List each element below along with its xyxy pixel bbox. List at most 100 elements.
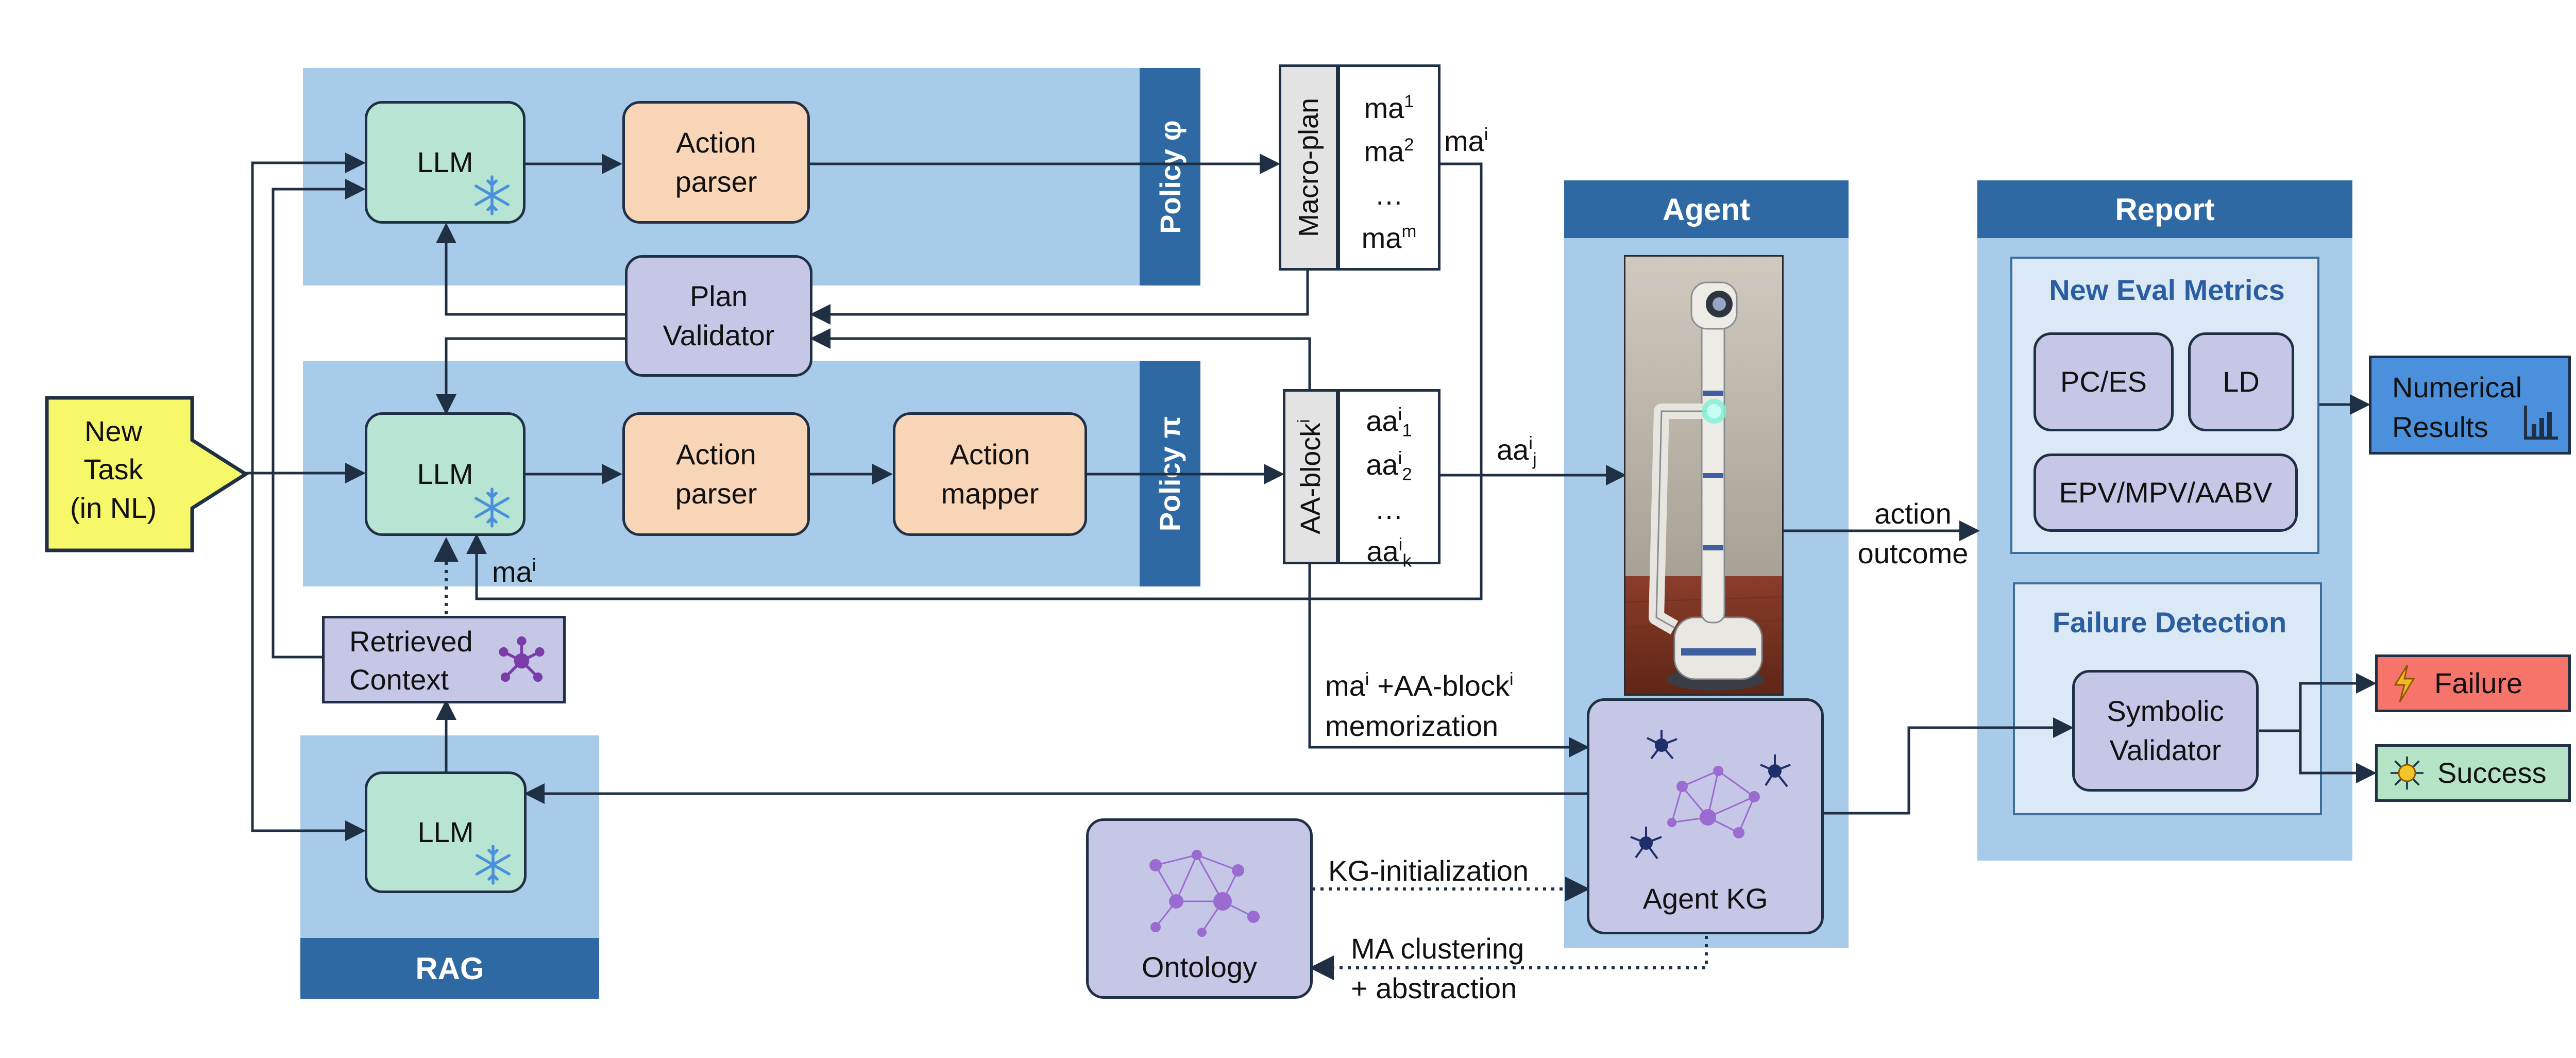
aa-item-2: aai2	[1366, 448, 1412, 484]
robot-illustration	[1625, 257, 1782, 694]
failure-label: Failure	[2434, 667, 2523, 700]
retrieved-to-llm-phi	[272, 179, 366, 659]
metric-pc-es-label: PC/ES	[2060, 365, 2147, 398]
input-to-llm-phi	[246, 153, 366, 475]
memorization-to-kg	[1308, 564, 1589, 758]
agent-band: Agent	[1564, 180, 1849, 238]
ma-i-bottom-label: mai	[492, 556, 536, 588]
macro-plan-item-m: mam	[1361, 222, 1417, 254]
macro-plan-label-cell: Macro-plan	[1279, 64, 1338, 271]
network-icon	[1149, 850, 1260, 937]
bar-chart-icon	[2524, 406, 2558, 440]
validator-to-llm-pi	[436, 337, 625, 415]
llm-rag: LLM	[365, 771, 527, 893]
new-task-line1: New	[84, 415, 143, 447]
rag-label: RAG	[415, 951, 484, 986]
ma-i-top-label: mai	[1444, 125, 1488, 157]
kg-to-symbolic-validator	[1824, 717, 2074, 815]
retrieved-line1: Retrieved	[349, 625, 473, 658]
aa-block-label-cell: AA-blocki	[1283, 389, 1338, 564]
aablock-to-validator	[810, 328, 1311, 389]
new-task-shape	[45, 396, 249, 552]
policy-phi-band: Policy φ	[1140, 68, 1200, 286]
agent-kg: Agent KG	[1587, 698, 1824, 934]
retrieved-line2: Context	[349, 663, 449, 696]
metric-epv-label: EPV/MPV/AABV	[2059, 476, 2273, 509]
network-icon	[1630, 730, 1791, 860]
memorization-line2: memorization	[1325, 710, 1499, 743]
new-task-line3: (in NL)	[70, 491, 157, 524]
macro-plan-item-2: ma2	[1364, 135, 1414, 167]
numerical-line2: Results	[2392, 411, 2488, 444]
failure-detection-title: Failure Detection	[2052, 606, 2287, 639]
llm-policy-phi: LLM	[365, 101, 526, 224]
success-box: Success	[2375, 744, 2571, 802]
new-task-line2: Task	[83, 453, 143, 486]
report-title: Report	[2115, 192, 2215, 227]
aa-block-items: aai1 aai2 … aaik	[1337, 389, 1440, 571]
metric-ld-label: LD	[2223, 365, 2260, 398]
kg-init-label: KG-initialization	[1328, 854, 1529, 887]
parser-phi-line2: parser	[675, 165, 757, 198]
ontology-label: Ontology	[1141, 951, 1258, 984]
rag-band: RAG	[300, 938, 599, 999]
metric-epv-mpv-aabv: EPV/MPV/AABV	[2033, 454, 2298, 532]
lightning-icon	[2394, 665, 2415, 702]
macro-plan-items: ma1 ma2 … mam	[1337, 64, 1440, 271]
snowflake-icon	[474, 488, 510, 528]
llm-pi-label: LLM	[417, 458, 473, 491]
report-band: Report	[1977, 180, 2352, 238]
parser-pi-line2: parser	[675, 477, 757, 510]
snowflake-icon	[474, 175, 510, 215]
aa-j-label: aaij	[1497, 433, 1537, 469]
mapper-line1: Action	[950, 438, 1030, 471]
mapper-line2: mapper	[941, 477, 1039, 510]
robot-image	[1624, 255, 1784, 696]
llm-phi-label: LLM	[417, 146, 473, 179]
macroplan-to-validator	[810, 271, 1309, 325]
memorization-label: mai +AA-blocki memorization	[1325, 666, 1514, 747]
validator-to-llm-phi	[436, 223, 625, 316]
action-parser-pi: Action parser	[622, 412, 810, 536]
ma-i-loop	[466, 162, 1483, 600]
ma-clustering-label: MA clustering + abstraction	[1351, 929, 1524, 1009]
success-label: Success	[2437, 757, 2547, 790]
star-icon	[2390, 756, 2424, 790]
ma-cluster-line2: + abstraction	[1351, 972, 1517, 1005]
outcome-word: outcome	[1857, 537, 1969, 570]
macro-plan-item-1: ma1	[1364, 92, 1414, 124]
metric-ld: LD	[2188, 332, 2294, 431]
aa-block-label: AA-blocki	[1294, 419, 1327, 534]
parser-phi-line1: Action	[676, 126, 756, 159]
input-to-llm-rag	[251, 473, 366, 841]
snowflake-icon	[475, 845, 511, 885]
sv-to-success	[2299, 731, 2377, 783]
aa-item-ellipsis: …	[1375, 492, 1403, 525]
metrics-title: New Eval Metrics	[2049, 274, 2285, 306]
ma-cluster-line1: MA clustering	[1351, 932, 1524, 965]
parser-pi-line1: Action	[676, 438, 756, 471]
ontology: Ontology	[1086, 818, 1313, 999]
failure-box: Failure	[2375, 654, 2571, 712]
numerical-line1: Numerical	[2392, 371, 2522, 404]
numerical-results: Numerical Results	[2369, 356, 2571, 455]
action-outcome-label: action outcome	[1849, 494, 1977, 574]
action-mapper: Action mapper	[893, 412, 1087, 536]
agent-title: Agent	[1663, 192, 1750, 227]
llm-policy-pi: LLM	[365, 412, 526, 536]
sv-line1: Symbolic	[2107, 695, 2224, 728]
validator-line1: Plan	[689, 280, 748, 313]
retrieved-context: Retrieved Context	[322, 616, 566, 703]
validator-line2: Validator	[663, 319, 775, 351]
macro-plan-label: Macro-plan	[1293, 97, 1325, 238]
agent-kg-label: Agent KG	[1642, 882, 1768, 915]
sv-line2: Validator	[2109, 734, 2222, 766]
sv-to-failure	[2259, 673, 2377, 732]
action-word: action	[1874, 497, 1952, 530]
network-icon	[499, 636, 545, 682]
new-task-label: New Task (in NL)	[52, 412, 175, 527]
